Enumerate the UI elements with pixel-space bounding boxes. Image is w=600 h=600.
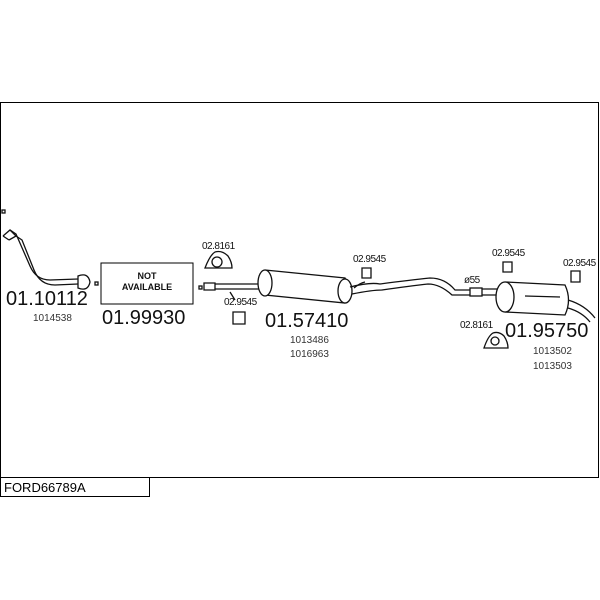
diagram-title: FORD66789A <box>4 480 86 495</box>
accessory-number-5: 02.9545 <box>563 258 597 269</box>
accessory-number-4: 02.9545 <box>492 248 526 259</box>
ref-rear-muffler-1: 1013502 <box>533 346 572 357</box>
clamp-accessory[interactable] <box>204 250 233 269</box>
accessory-number-6: 02.8161 <box>460 320 494 331</box>
rubber-mount-accessory[interactable] <box>502 261 513 273</box>
not-available-label-2: AVAILABLE <box>122 282 172 292</box>
accessory-number-3: 02.9545 <box>353 254 387 265</box>
ref-centre-muffler-1: 1013486 <box>290 335 329 346</box>
rubber-mount-accessory[interactable] <box>570 270 581 283</box>
rubber-mount-accessory[interactable] <box>229 291 246 325</box>
accessory-number-2: 02.9545 <box>224 297 258 308</box>
part-number-centre-muffler: 01.57410 <box>265 310 348 332</box>
ref-rear-muffler-2: 1013503 <box>533 361 572 372</box>
centre-muffler-part[interactable] <box>198 269 483 304</box>
diagram-frame <box>0 102 599 478</box>
ref-front-pipe-1: 1014538 <box>33 313 72 324</box>
rear-muffler-part[interactable] <box>482 281 596 323</box>
rubber-mount-accessory[interactable] <box>353 267 372 289</box>
part-number-rear-muffler: 01.95750 <box>505 320 588 342</box>
part-number-front-pipe: 01.10112 <box>6 288 88 310</box>
accessory-number-1: 02.8161 <box>202 241 236 252</box>
front-pipe-part[interactable] <box>2 229 99 290</box>
marker <box>1 209 6 214</box>
clamp-accessory[interactable] <box>483 331 509 349</box>
part-number-not-available: 01.99930 <box>102 307 185 329</box>
ref-centre-muffler-2: 1016963 <box>290 349 329 360</box>
not-available-box[interactable] <box>100 262 194 305</box>
not-available-label-1: NOT <box>138 271 158 281</box>
title-box <box>0 477 150 497</box>
pipe-diameter-label: ø55 <box>464 275 481 286</box>
